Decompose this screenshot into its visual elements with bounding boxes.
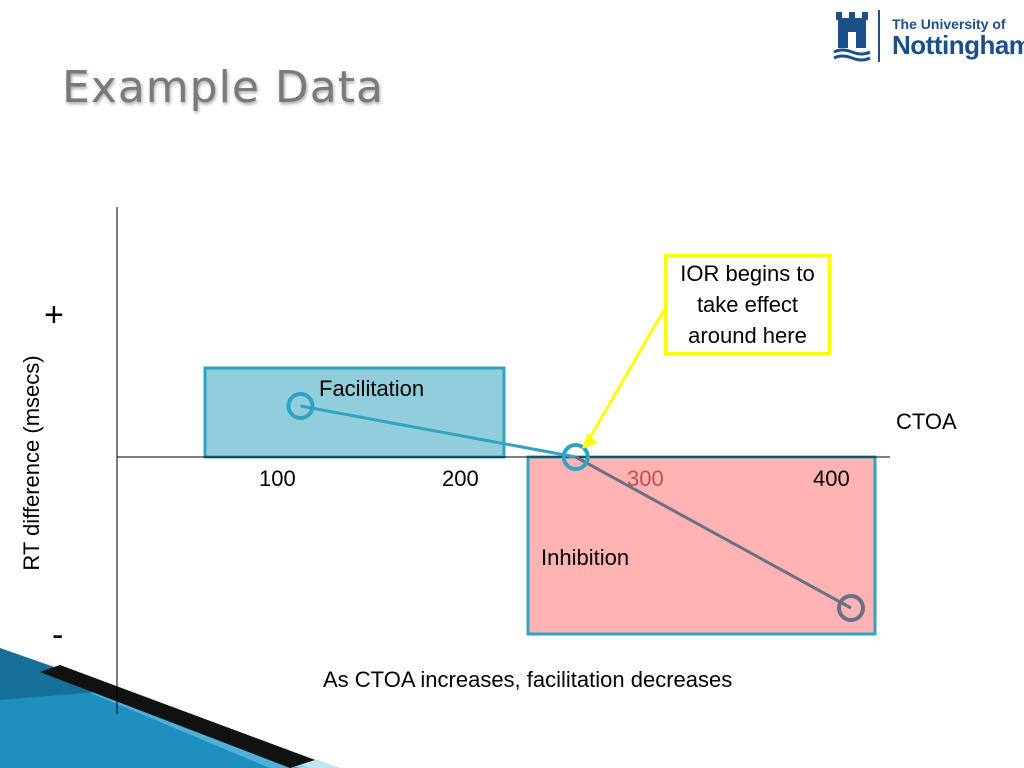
facilitation-region	[203, 366, 506, 459]
data-point	[286, 392, 315, 420]
callout-arrowhead	[581, 433, 598, 449]
chart-caption: As CTOA increases, facilitation decrease…	[323, 667, 733, 692]
x-tick-label: 300	[627, 466, 664, 491]
facilitation-label: Facilitation	[319, 376, 425, 401]
y-positive-label: +	[44, 296, 64, 334]
university-logo: The University of Nottingham	[832, 8, 1024, 66]
x-tick-label: 400	[813, 466, 850, 491]
series-line-inhibition	[575, 455, 852, 610]
ior-callout-text: IOR begins to take effect around here	[680, 261, 815, 348]
castle-crest-icon	[833, 12, 871, 62]
y-axis-label: RT difference (msecs)	[19, 355, 44, 571]
logo-line2: Nottingham	[892, 30, 1024, 60]
slide-title: Example Data	[62, 62, 384, 113]
data-point	[561, 443, 590, 471]
callout-arrow	[584, 309, 666, 446]
x-tick-label: 200	[442, 466, 479, 491]
y-negative-label: -	[52, 616, 64, 654]
inhibition-region	[526, 455, 877, 636]
inhibition-label: Inhibition	[541, 545, 630, 570]
ior-callout-box: IOR begins to take effect around here	[664, 254, 831, 355]
logo-line1: The University of	[892, 16, 1006, 32]
data-point	[837, 594, 865, 622]
x-tick-label: 100	[259, 466, 296, 491]
logo-divider	[878, 10, 880, 62]
x-axis-label: CTOA	[896, 409, 957, 434]
series-line-facilitation	[300, 404, 577, 459]
